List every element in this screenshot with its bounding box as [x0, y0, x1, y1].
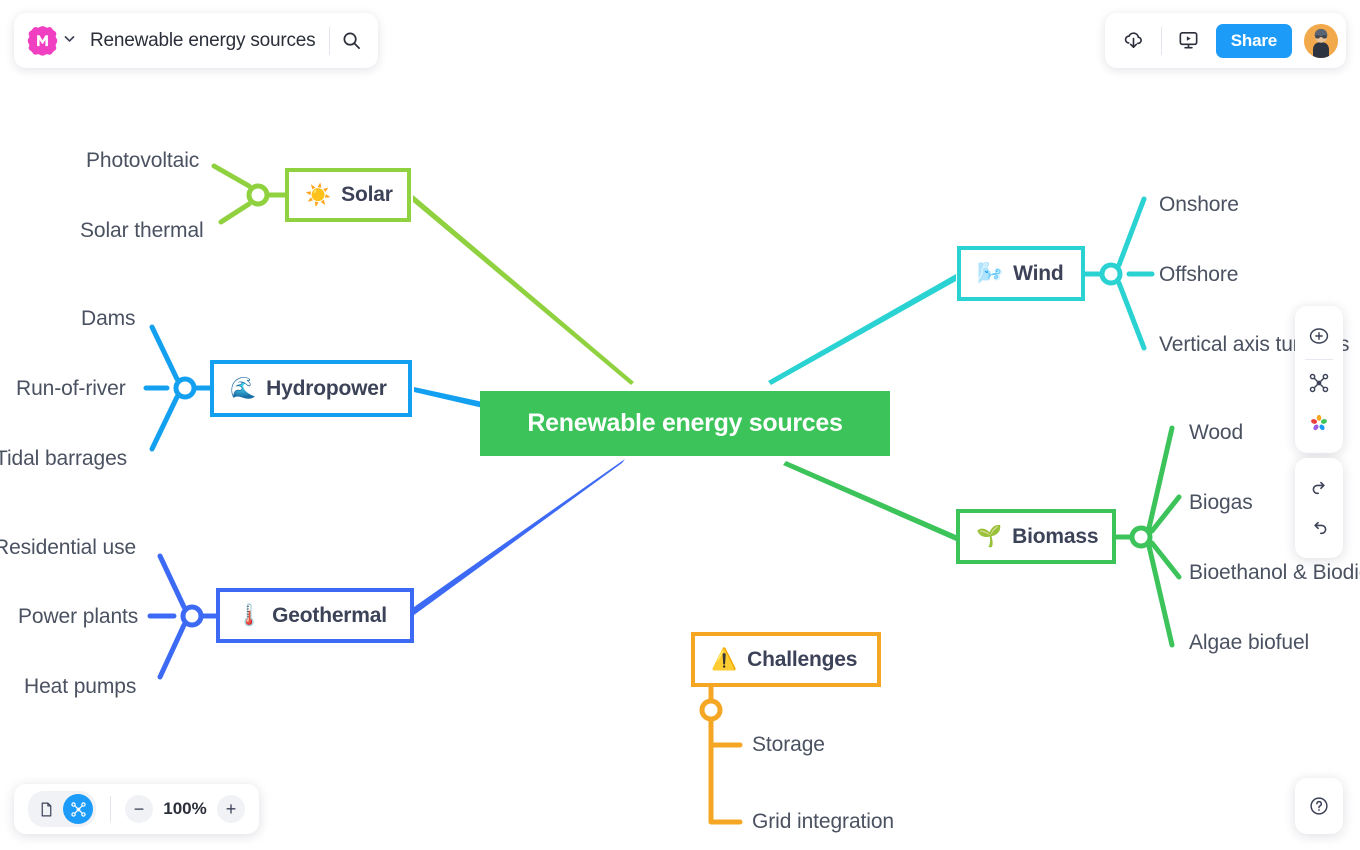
subbranch-group-biomass	[1113, 425, 1182, 648]
junction-geothermal	[180, 604, 204, 628]
branch-node-label-solar: Solar	[341, 183, 393, 206]
seedling-icon: 🌱	[976, 525, 1003, 548]
leaf-node-dams[interactable]: Dams	[81, 307, 136, 330]
thermometer-icon: 🌡️	[236, 604, 263, 627]
branch-node-label-biomass: Biomass	[1012, 524, 1099, 548]
user-avatar[interactable]	[1304, 23, 1338, 58]
subbranch-group-geothermal	[147, 553, 219, 680]
central-node-label: Renewable energy sources	[527, 409, 843, 437]
branch-line-geothermal	[414, 459, 625, 615]
share-button[interactable]: Share	[1215, 23, 1292, 58]
help-question-icon[interactable]	[1299, 786, 1339, 826]
search-icon[interactable]	[330, 20, 372, 62]
help-button[interactable]	[1295, 778, 1343, 834]
leaf-node-wood[interactable]: Wood	[1189, 421, 1244, 444]
subbranch-group-wind	[1082, 196, 1155, 351]
subbranch-group-solar	[211, 163, 288, 225]
chevron-down-icon[interactable]	[63, 32, 76, 50]
leaf-node-storage[interactable]: Storage	[752, 733, 825, 756]
mindmeister-m-logo[interactable]	[26, 24, 59, 57]
zoom-level-label: 100%	[163, 799, 207, 818]
leaf-node-heat-pumps[interactable]: Heat pumps	[24, 675, 137, 698]
branch-node-hydropower[interactable]: 🌊 Hydropower	[210, 360, 412, 417]
color-theme-flower-icon[interactable]	[1299, 403, 1339, 443]
top-left-toolbar: Renewable energy sources	[14, 13, 379, 68]
branch-line-solar	[413, 195, 634, 385]
branch-line-wind	[768, 274, 956, 385]
warning-icon: ⚠️	[711, 648, 738, 671]
cloud-download-icon[interactable]	[1113, 20, 1155, 62]
branch-line-biomass	[783, 461, 956, 541]
branch-node-label-hydropower: Hydropower	[266, 376, 387, 400]
wind-face-icon: 🌬️	[977, 262, 1004, 285]
sun-icon: ☀️	[305, 183, 332, 207]
presentation-icon[interactable]	[1168, 20, 1210, 62]
add-node-icon[interactable]	[1299, 316, 1339, 356]
redo-icon[interactable]	[1299, 468, 1339, 508]
leaf-node-grid-integration[interactable]: Grid integration	[752, 810, 894, 833]
zoom-in-button[interactable]: +	[217, 795, 245, 823]
leaf-node-algae-biofuel[interactable]: Algae biofuel	[1189, 631, 1310, 654]
leaf-node-offshore[interactable]: Offshore	[1159, 263, 1239, 286]
wave-icon: 🌊	[230, 377, 257, 400]
undo-icon[interactable]	[1299, 508, 1339, 548]
branch-line-hydropower	[414, 387, 483, 408]
view-mode-toggle	[28, 791, 96, 827]
branch-node-geothermal[interactable]: 🌡️ Geothermal	[216, 588, 414, 643]
junction-challenges	[699, 698, 723, 722]
zoom-toolbar: − 100% +	[14, 784, 259, 834]
branch-node-wind[interactable]: 🌬️ Wind	[957, 246, 1085, 301]
leaf-node-biogas[interactable]: Biogas	[1189, 491, 1253, 514]
subbranch-group-hydropower	[143, 324, 213, 452]
mindmap-view-icon[interactable]	[63, 794, 93, 824]
top-right-toolbar: Share	[1104, 13, 1346, 68]
document-outline-icon[interactable]	[31, 794, 61, 824]
right-toolbar-history	[1295, 458, 1343, 558]
junction-wind	[1099, 262, 1123, 286]
leaf-node-tidal-barrages[interactable]: Tidal barrages	[0, 447, 128, 470]
toolbar-divider-a	[1305, 359, 1333, 360]
junction-hydropower	[173, 376, 197, 400]
mindmap-layout-icon[interactable]	[1299, 363, 1339, 403]
branch-node-biomass[interactable]: 🌱 Biomass	[956, 509, 1116, 564]
toolbar-divider	[329, 26, 331, 55]
branch-node-label-challenges: Challenges	[747, 647, 858, 671]
leaf-node-bioethanol-biodiesel[interactable]: Bioethanol & Biodiesel	[1189, 561, 1360, 584]
leaf-node-onshore[interactable]: Onshore	[1159, 193, 1239, 216]
leaf-node-photovoltaic[interactable]: Photovoltaic	[86, 149, 200, 172]
central-node[interactable]: Renewable energy sources	[480, 391, 890, 456]
leaf-node-run-of-river[interactable]: Run-of-river	[16, 377, 126, 400]
document-title[interactable]: Renewable energy sources	[90, 29, 316, 51]
right-toolbar-primary	[1295, 306, 1343, 453]
branch-node-label-wind: Wind	[1013, 261, 1064, 285]
zoom-out-button[interactable]: −	[125, 795, 153, 823]
leaf-node-power-plants[interactable]: Power plants	[18, 605, 139, 628]
junction-biomass	[1129, 525, 1153, 549]
leaf-node-solar-thermal[interactable]: Solar thermal	[80, 219, 204, 242]
junction-solar	[246, 183, 270, 207]
toolbar-divider-right	[1160, 26, 1162, 55]
branch-node-challenges[interactable]: ⚠️ Challenges	[691, 632, 881, 687]
leaf-node-residential-use[interactable]: Residential use	[0, 536, 137, 559]
branch-node-solar[interactable]: ☀️ Solar	[285, 168, 411, 222]
zoom-divider	[110, 796, 111, 822]
branch-node-label-geothermal: Geothermal	[272, 603, 387, 627]
